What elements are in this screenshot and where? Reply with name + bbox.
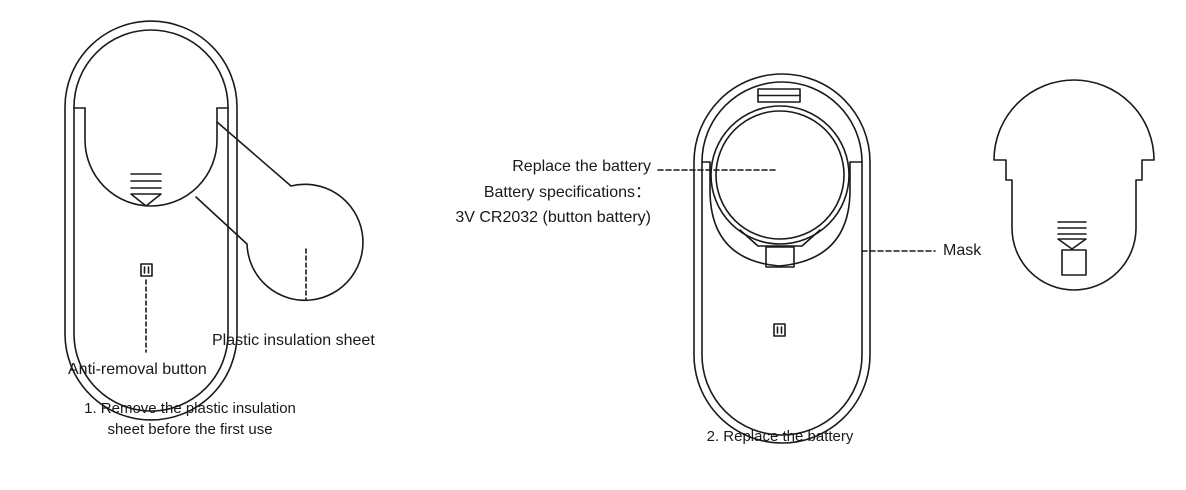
battery-holder-tab [765, 246, 795, 268]
coin-cell-battery-rim [715, 110, 845, 240]
device-1-inner-frame [73, 29, 229, 412]
arrow-down-icon [130, 173, 162, 207]
anti-removal-button-icon [140, 263, 153, 277]
mask-cover-outline [993, 79, 1155, 291]
coin-cell-battery [710, 105, 850, 245]
battery-spec-value-label: 3V CR2032 (button battery) [455, 209, 651, 226]
step-1-caption: 1. Remove the plastic insulation sheet b… [20, 398, 360, 440]
battery-spec-title-label: Battery specifications： [483, 184, 651, 201]
device-1-battery-cover [84, 107, 218, 207]
mask-cover-piece [993, 79, 1155, 291]
step-1-caption-line-1: 1. Remove the plastic insulation [84, 400, 296, 417]
device-1-outer-body [64, 20, 238, 421]
battery-holder-bracket [739, 229, 821, 247]
device-1-remove-sheet [64, 20, 364, 421]
battery-compartment [709, 161, 851, 267]
plastic-insulation-sheet-shape [195, 121, 364, 302]
device-2-inner-frame [701, 81, 863, 436]
anti-removal-label: Anti-removal button [68, 361, 207, 378]
step-1-caption-line-2: sheet before the first use [107, 421, 273, 438]
step-2-caption: 2. Replace the battery [706, 428, 854, 445]
plastic-sheet-label: Plastic insulation sheet [212, 332, 375, 349]
device-2-outer-body [693, 73, 871, 444]
replace-battery-label: Replace the battery [512, 158, 651, 175]
arrow-down-icon-2 [1057, 221, 1087, 250]
mask-label: Mask [943, 242, 982, 259]
device-2-replace-battery [657, 73, 936, 444]
mask-cover-tab [1061, 249, 1087, 276]
anti-removal-button-icon-2 [773, 323, 786, 337]
